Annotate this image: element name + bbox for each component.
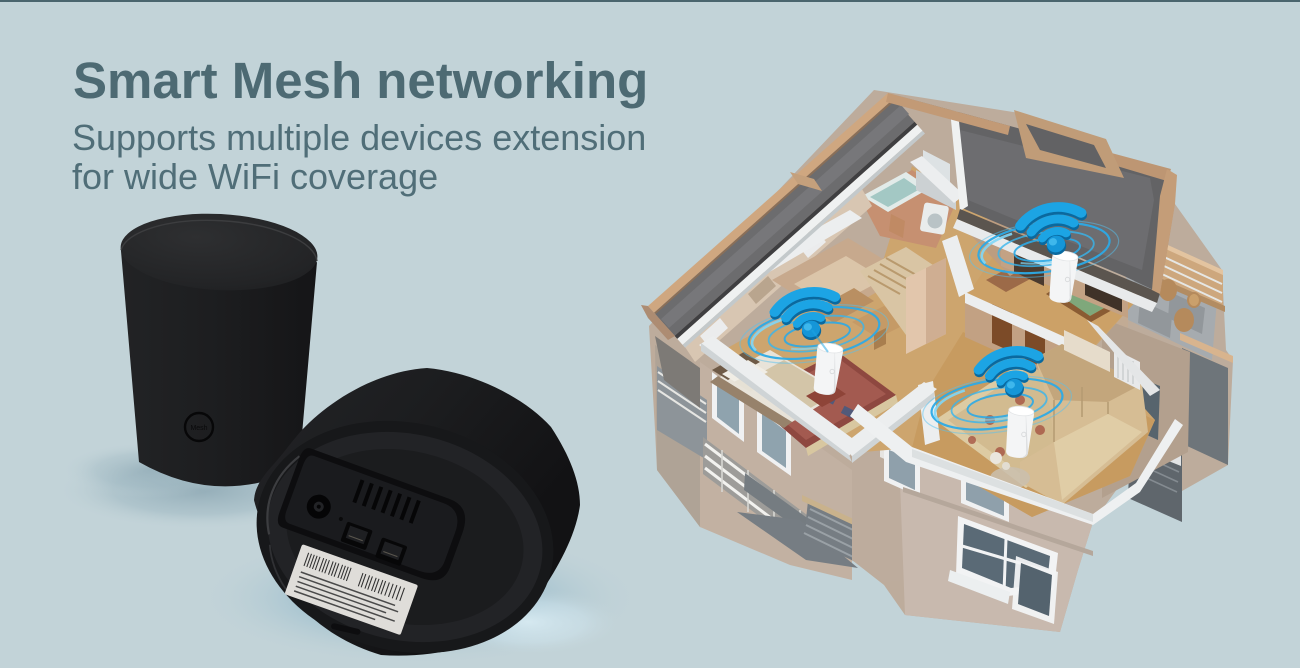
svg-text:Mesh: Mesh (190, 425, 207, 432)
